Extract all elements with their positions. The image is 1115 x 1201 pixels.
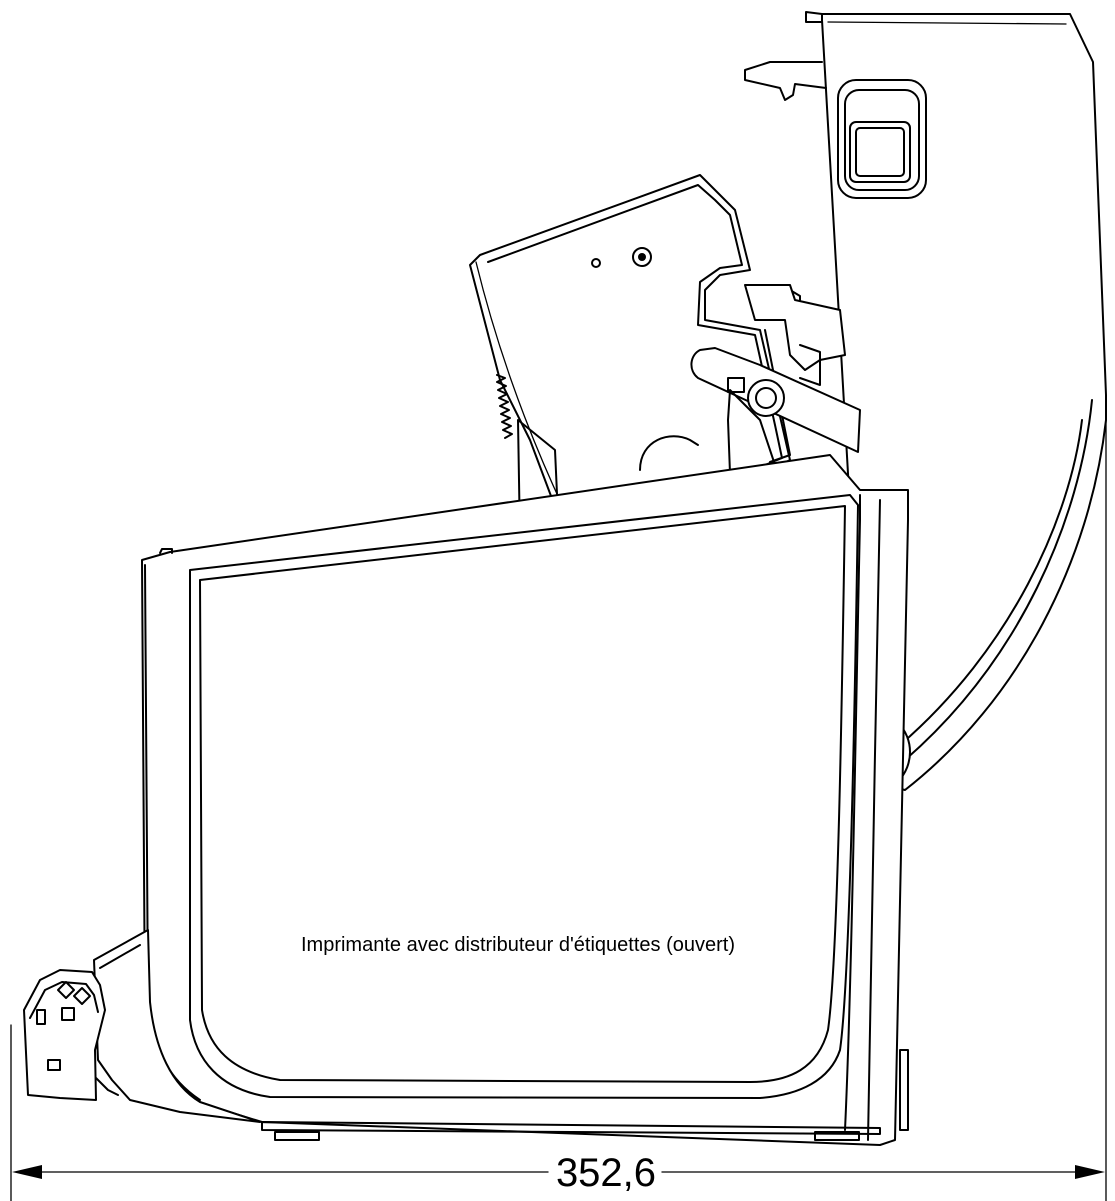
- printer-base: [141, 454, 909, 1146]
- label-dispenser: [23, 929, 261, 1123]
- printer-caption: Imprimante avec distributeur d'étiquette…: [301, 934, 735, 956]
- dimension-line: [10, 419, 1107, 1201]
- dimension-value: 352,6: [556, 1151, 656, 1195]
- latch-arm: [690, 284, 861, 761]
